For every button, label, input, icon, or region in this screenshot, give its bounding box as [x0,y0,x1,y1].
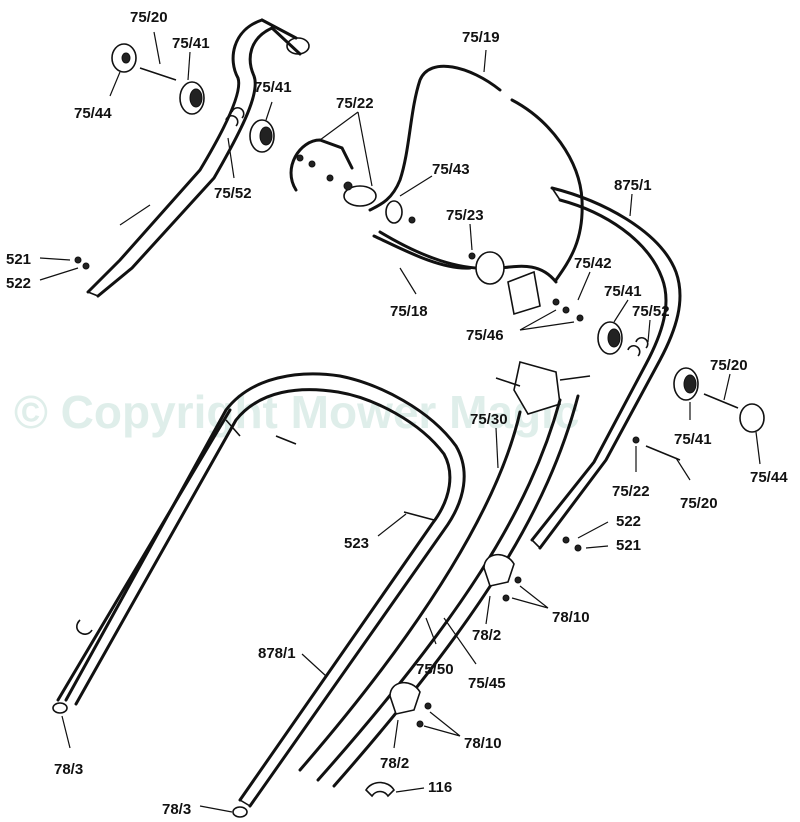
cables-75-50-75-45 [298,394,580,788]
bolt-small [275,435,297,445]
label-75-44-a: 75/44 [74,105,112,122]
label-78-2-b: 78/2 [380,755,409,772]
washer-75-43 [385,200,416,224]
label-521-a: 521 [6,251,31,268]
label-522-a: 522 [6,275,31,292]
label-78-3-a: 78/3 [54,761,83,778]
label-75-22-a: 75/22 [336,95,374,112]
control-lever-75-30 [495,361,591,415]
spacer-75-41-b [249,119,275,153]
label-78-2-a: 78/2 [472,627,501,644]
copyright-watermark: © Copyright Mower Magic [14,386,579,438]
label-75-45: 75/45 [468,675,506,692]
upper-left-handle-tube [86,18,310,298]
spacer-75-41-c [597,321,623,355]
label-75-41-d: 75/41 [674,431,712,448]
label-75-42: 75/42 [574,255,612,272]
leader-lines [39,31,761,813]
lower-handle-878-1 [64,372,466,808]
clip-116 [364,781,396,798]
knob-75-23 [468,251,505,285]
label-875-1: 875/1 [614,177,652,194]
upper-right-handle-tube-875-1 [530,186,682,550]
label-75-20-b: 75/20 [710,357,748,374]
label-75-41-a: 75/41 [172,35,210,52]
bolt-75-20-c [645,445,681,461]
bolt-75-20-b [703,393,739,409]
label-521-b: 521 [616,537,641,554]
label-75-46: 75/46 [466,327,504,344]
nut-521-b [574,544,582,552]
bolt-523 [403,511,435,521]
bolt-75-20-a [139,67,177,81]
part-labels: 75/20 75/41 75/44 75/41 75/52 75/22 75/1… [6,9,788,818]
washer-522-a [82,262,90,270]
label-75-50: 75/50 [416,661,454,678]
label-78-10-b: 78/10 [464,735,502,752]
washer-75-22-b [632,436,640,444]
label-78-10-a: 78/10 [552,609,590,626]
label-116: 116 [428,779,452,796]
label-75-52-b: 75/52 [632,303,670,320]
label-522-b: 522 [616,513,641,530]
knob-75-44-b [739,403,765,433]
end-cap-78-3-a [52,702,68,714]
lower-left-tube [56,408,241,702]
end-cap-78-3-b [232,806,248,818]
label-878-1: 878/1 [258,645,296,662]
spacer-75-41-a [179,81,205,115]
label-78-3-b: 78/3 [162,801,191,818]
link-rod-75-22 [289,138,377,207]
clip-75-52-a [225,106,245,127]
label-75-18: 75/18 [390,303,428,320]
label-75-41-b: 75/41 [254,79,292,96]
bracket-75-46 [507,270,584,322]
rod-75-18 [372,234,472,270]
spacer-75-41-d [673,367,699,401]
left-knob-75-44 [111,43,137,73]
clamp-78-2-a [483,553,522,602]
washer-522-b [562,536,570,544]
label-75-44-b: 75/44 [750,469,788,486]
label-75-23: 75/23 [446,207,484,224]
clamp-78-2-b [389,681,432,728]
label-75-52-a: 75/52 [214,185,252,202]
label-75-20-a: 75/20 [130,9,168,26]
label-523: 523 [344,535,369,552]
nut-521-a [74,256,82,264]
clip-75-52-b [627,336,649,357]
label-75-43: 75/43 [432,161,470,178]
label-75-22-b: 75/22 [612,483,650,500]
label-75-20-c: 75/20 [680,495,718,512]
label-75-19: 75/19 [462,29,500,46]
label-75-41-c: 75/41 [604,283,642,300]
label-75-30: 75/30 [470,411,508,428]
